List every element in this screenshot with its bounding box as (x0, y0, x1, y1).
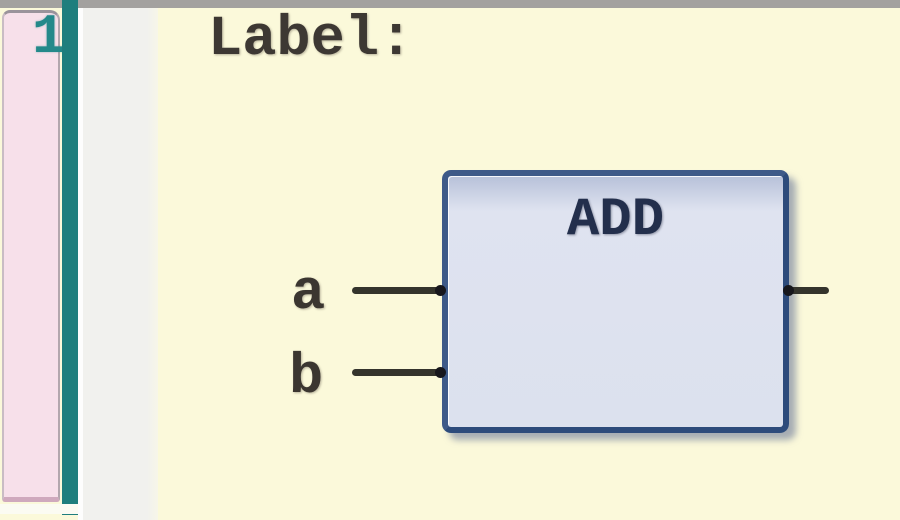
network-line-number[interactable]: 1 (32, 5, 66, 69)
fbd-canvas[interactable]: Label: ADD a b (158, 8, 900, 520)
network-label[interactable]: Label: (208, 8, 414, 72)
margin-divider-bar (62, 0, 78, 515)
input-pin-label-b[interactable]: b (289, 346, 324, 410)
input-pin-label-a[interactable]: a (291, 262, 326, 326)
connection-endpoint (435, 367, 446, 378)
gutter-column (78, 8, 158, 520)
output-connection-line[interactable] (783, 285, 829, 296)
input-connection-line-a[interactable] (352, 285, 446, 296)
fbd-block-add[interactable]: ADD (442, 170, 789, 433)
input-connection-line-b[interactable] (352, 367, 446, 378)
connection-endpoint (435, 285, 446, 296)
window-top-border (0, 0, 900, 8)
fbd-block-title: ADD (566, 190, 665, 251)
connection-endpoint (783, 285, 794, 296)
network-margin[interactable]: 1 (2, 9, 66, 502)
